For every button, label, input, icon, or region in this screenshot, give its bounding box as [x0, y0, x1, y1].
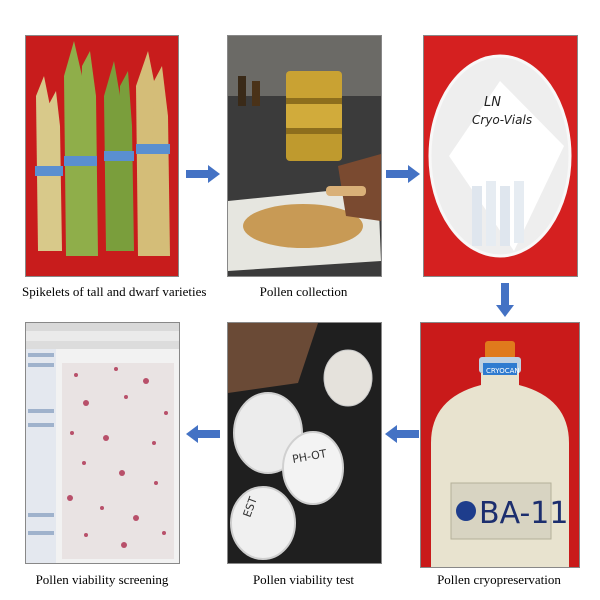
canister-model: BA-11: [479, 496, 568, 531]
caption-viability-test: Pollen viability test: [252, 572, 355, 587]
pollen-collection-photo: [227, 35, 382, 277]
caption-cryopreservation: Pollen cryopreservation: [437, 572, 561, 587]
canister-brand: CRYOCAN: [486, 367, 520, 375]
viability-screening-screenshot: [25, 322, 180, 564]
vials-label-ln: LN: [484, 95, 501, 110]
dish-label-phot: PH-OT: [291, 447, 328, 466]
arrow-right-icon: [186, 165, 220, 183]
cryo-vials-photo: LN Cryo-Vials: [423, 35, 578, 277]
caption-viability-screening: Pollen viability screening: [35, 572, 169, 587]
arrow-left-icon: [186, 425, 220, 443]
caption-spikelets: Spikelets of tall and dwarf varieties: [22, 284, 207, 299]
vials-label-cryo: Cryo-Vials: [472, 113, 532, 127]
viability-test-photo: PH-OT EST: [227, 322, 382, 564]
cryocan-photo: CRYOCAN BA-11: [420, 322, 580, 568]
arrow-right-icon: [386, 165, 420, 183]
spikelets-photo: [25, 35, 179, 277]
arrow-down-icon: [496, 283, 514, 317]
caption-pollen-collection: Pollen collection: [259, 284, 348, 299]
arrow-left-icon: [385, 425, 419, 443]
